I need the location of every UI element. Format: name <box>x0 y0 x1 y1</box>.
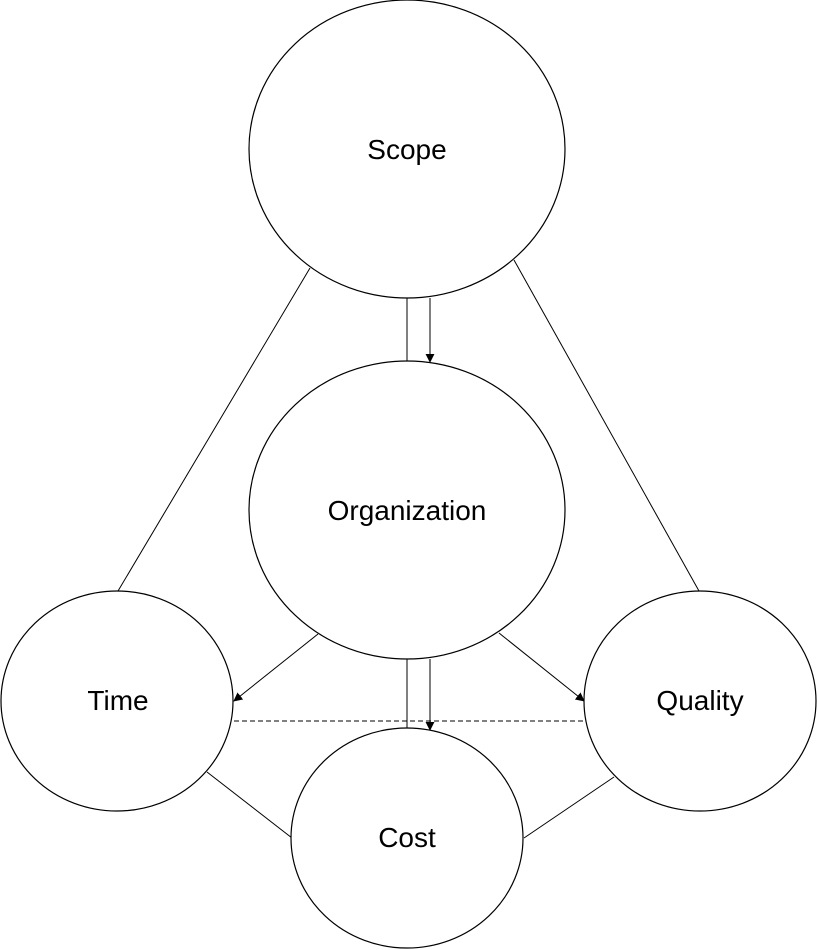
edge-scope-time <box>117 267 311 592</box>
node-time-label: Time <box>87 685 148 716</box>
node-organization-label: Organization <box>328 495 487 526</box>
edge-organization-time-arrow <box>233 633 319 702</box>
edge-scope-quality <box>513 259 700 592</box>
edge-time-cost <box>206 771 293 839</box>
node-quality-label: Quality <box>656 685 743 716</box>
node-organization: Organization <box>248 360 566 660</box>
node-time: Time <box>0 590 234 812</box>
node-cost-label: Cost <box>378 822 436 853</box>
node-quality: Quality <box>583 590 817 812</box>
node-scope-label: Scope <box>367 134 446 165</box>
edge-organization-quality-arrow <box>498 632 585 702</box>
node-scope: Scope <box>248 0 566 299</box>
edge-quality-cost <box>523 776 615 839</box>
node-cost: Cost <box>290 727 524 949</box>
